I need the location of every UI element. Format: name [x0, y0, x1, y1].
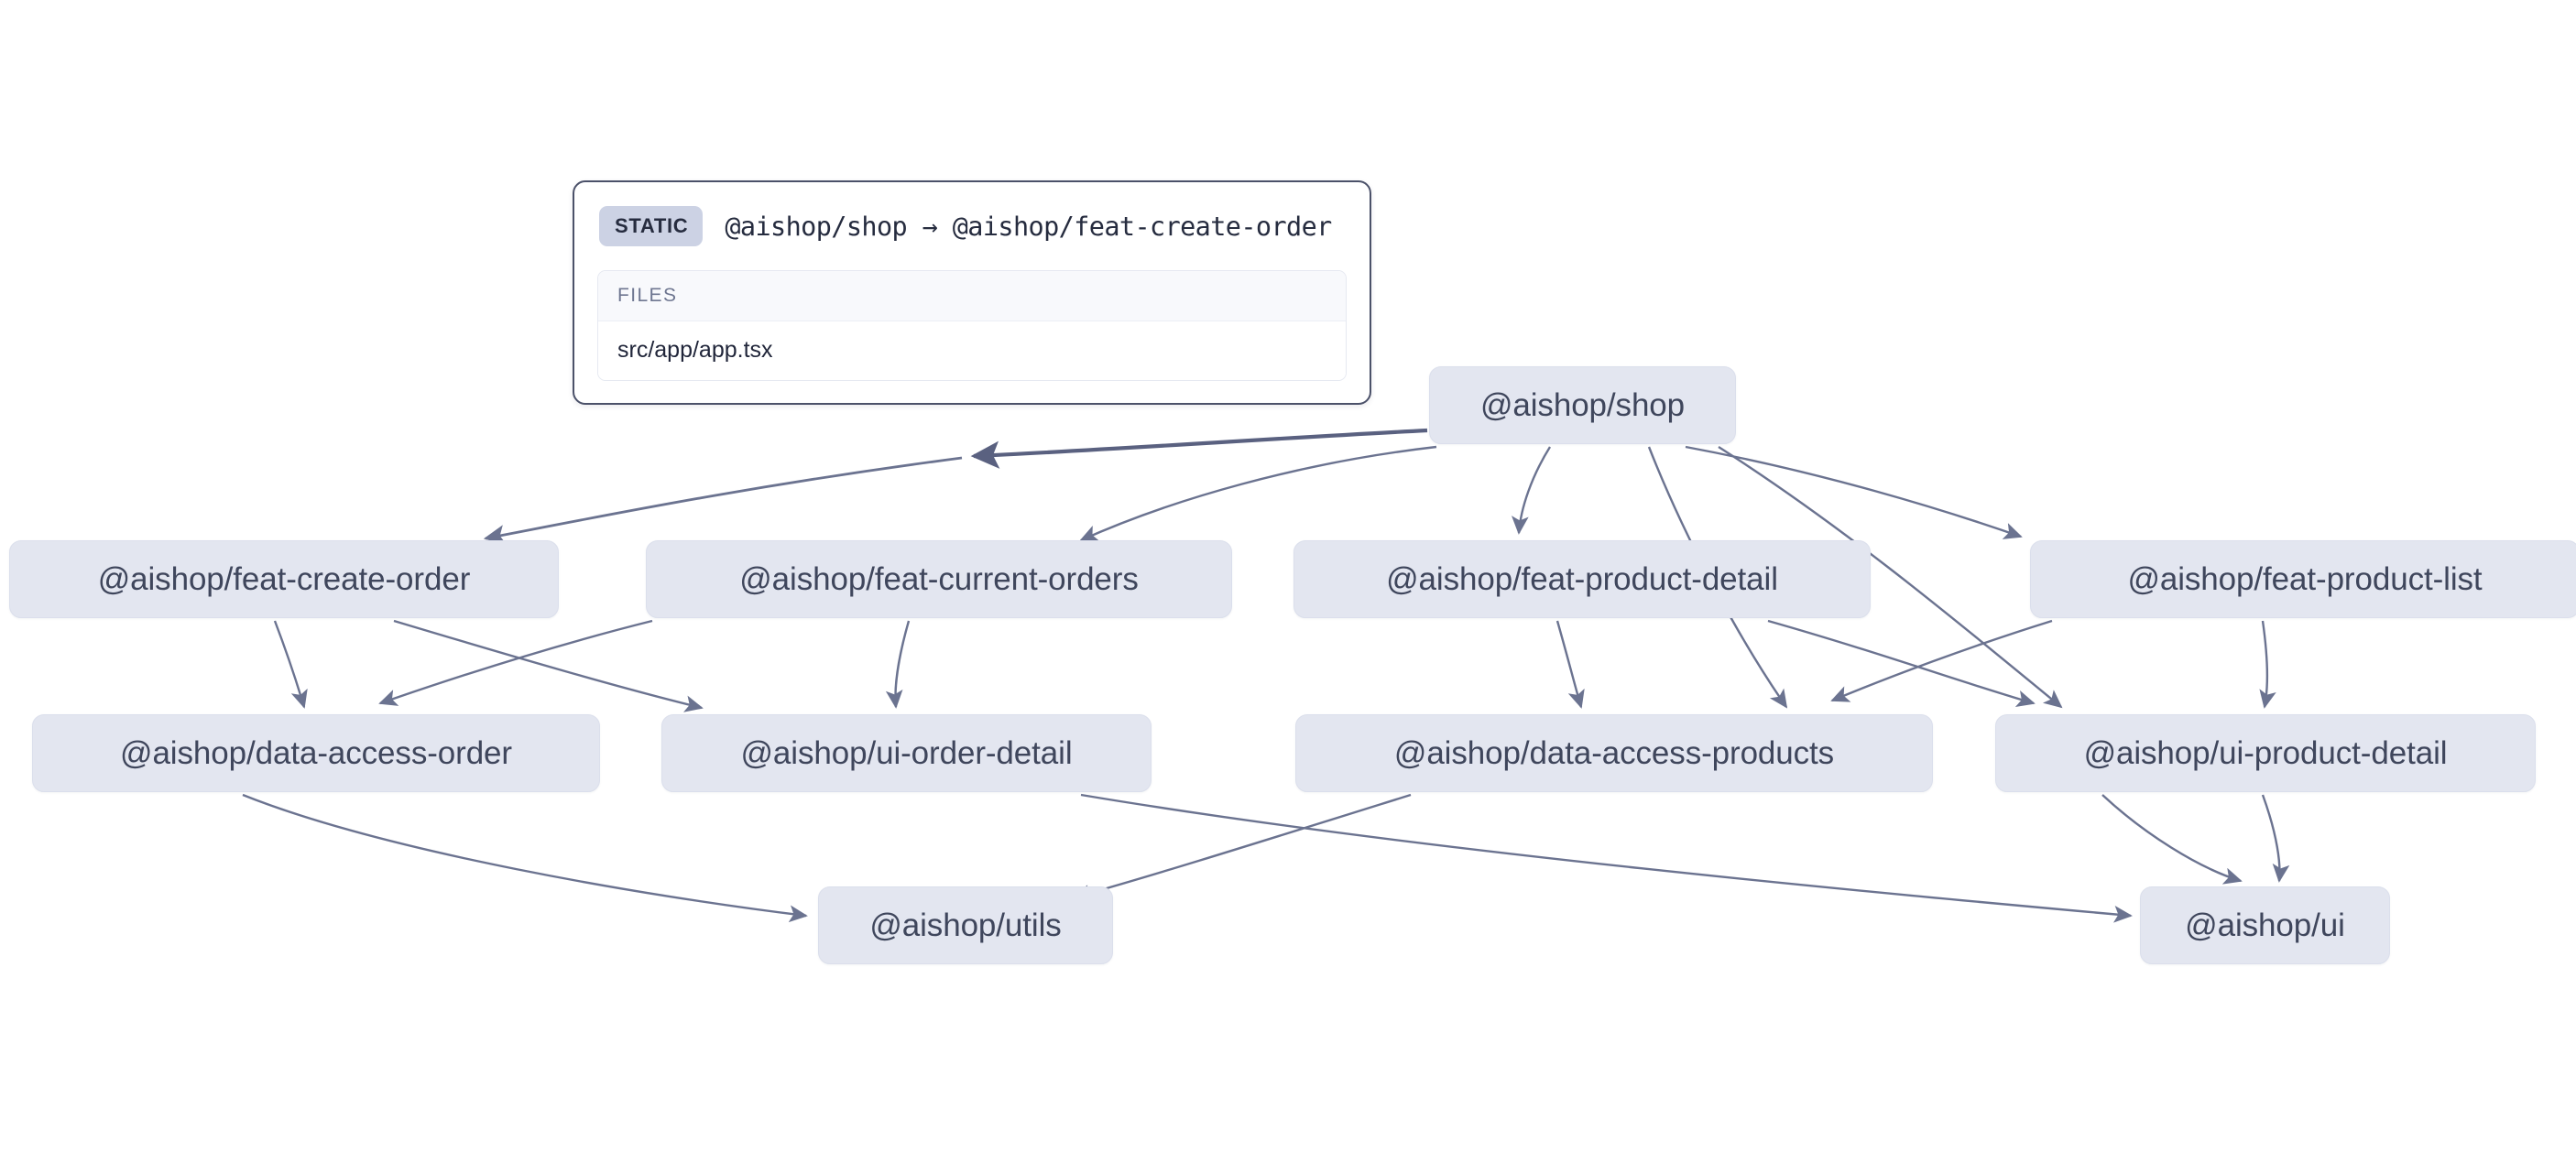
static-dependency-badge: STATIC — [599, 206, 704, 246]
graph-node-label: @aishop/feat-current-orders — [739, 561, 1139, 597]
graph-node-ui-product-detail[interactable]: @aishop/ui-product-detail — [1995, 714, 2536, 792]
graph-node-label: @aishop/data-access-products — [1393, 735, 1835, 771]
graph-node-label: @aishop/data-access-order — [120, 735, 512, 771]
graph-node-label: @aishop/ui-product-detail — [2083, 735, 2448, 771]
graph-node-label: @aishop/utils — [869, 908, 1062, 943]
graph-node-label: @aishop/feat-product-list — [2127, 561, 2483, 597]
edge-feat-product-list-data-access-products — [1830, 619, 2053, 702]
file-list-item[interactable]: src/app/app.tsx — [598, 321, 1346, 380]
files-panel: FILES src/app/app.tsx — [597, 270, 1347, 381]
graph-node-shop[interactable]: @aishop/shop — [1429, 366, 1736, 444]
graph-node-data-access-products[interactable]: @aishop/data-access-products — [1295, 714, 1933, 792]
graph-node-ui-order-detail[interactable]: @aishop/ui-order-detail — [661, 714, 1152, 792]
graph-node-label: @aishop/ui-order-detail — [740, 735, 1073, 771]
edge-shop-feat-product-list — [1685, 445, 2023, 539]
edge-feat-create-order-data-access-order — [273, 620, 308, 709]
edge-feat-current-orders-ui-order-detail — [885, 620, 911, 709]
edge-feat-create-order-ui-order-detail — [393, 619, 704, 712]
edge-feat-current-orders-data-access-order — [378, 619, 653, 706]
edge-data-access-order-utils — [242, 793, 808, 923]
edge-feat-product-detail-ui-product-detail — [1767, 619, 2036, 707]
graph-node-utils[interactable]: @aishop/utils — [818, 886, 1113, 964]
edge-shop-feat-current-orders — [1079, 445, 1437, 542]
graph-node-label: @aishop/feat-create-order — [97, 561, 471, 597]
edge-feat-product-detail-data-access-products — [1555, 620, 1585, 709]
edge-shop-feat-create-order-highlight-b — [483, 456, 963, 545]
edge-shop-feat-product-detail — [1512, 446, 1552, 535]
graph-node-label: @aishop/feat-product-detail — [1386, 561, 1778, 597]
edge-ui-product-detail-ui — [2101, 794, 2243, 885]
graph-node-data-access-order[interactable]: @aishop/data-access-order — [32, 714, 600, 792]
graph-node-feat-current-orders[interactable]: @aishop/feat-current-orders — [646, 540, 1232, 618]
edge-detail-header: STATIC @aishop/shop → @aishop/feat-creat… — [597, 202, 1347, 248]
graph-node-feat-product-detail[interactable]: @aishop/feat-product-detail — [1293, 540, 1871, 618]
edge-detail-title: @aishop/shop → @aishop/feat-create-order — [725, 211, 1332, 242]
edge-shop-feat-create-order-highlight-a — [970, 428, 1428, 469]
edge-ui-order-detail-ui — [1080, 793, 2133, 923]
graph-node-label: @aishop/shop — [1479, 387, 1686, 423]
edge-detail-card[interactable]: STATIC @aishop/shop → @aishop/feat-creat… — [573, 180, 1371, 405]
edge-ui-product-detail-ui-2 — [2261, 794, 2290, 883]
graph-node-label: @aishop/ui — [2185, 908, 2345, 943]
graph-node-feat-create-order[interactable]: @aishop/feat-create-order — [9, 540, 559, 618]
files-section-label: FILES — [598, 271, 1346, 321]
edge-data-access-products-utils — [1072, 793, 1412, 902]
edge-feat-product-list-ui-product-detail — [2259, 620, 2276, 709]
graph-node-feat-product-list[interactable]: @aishop/feat-product-list — [2030, 540, 2576, 618]
graph-node-ui[interactable]: @aishop/ui — [2140, 886, 2390, 964]
